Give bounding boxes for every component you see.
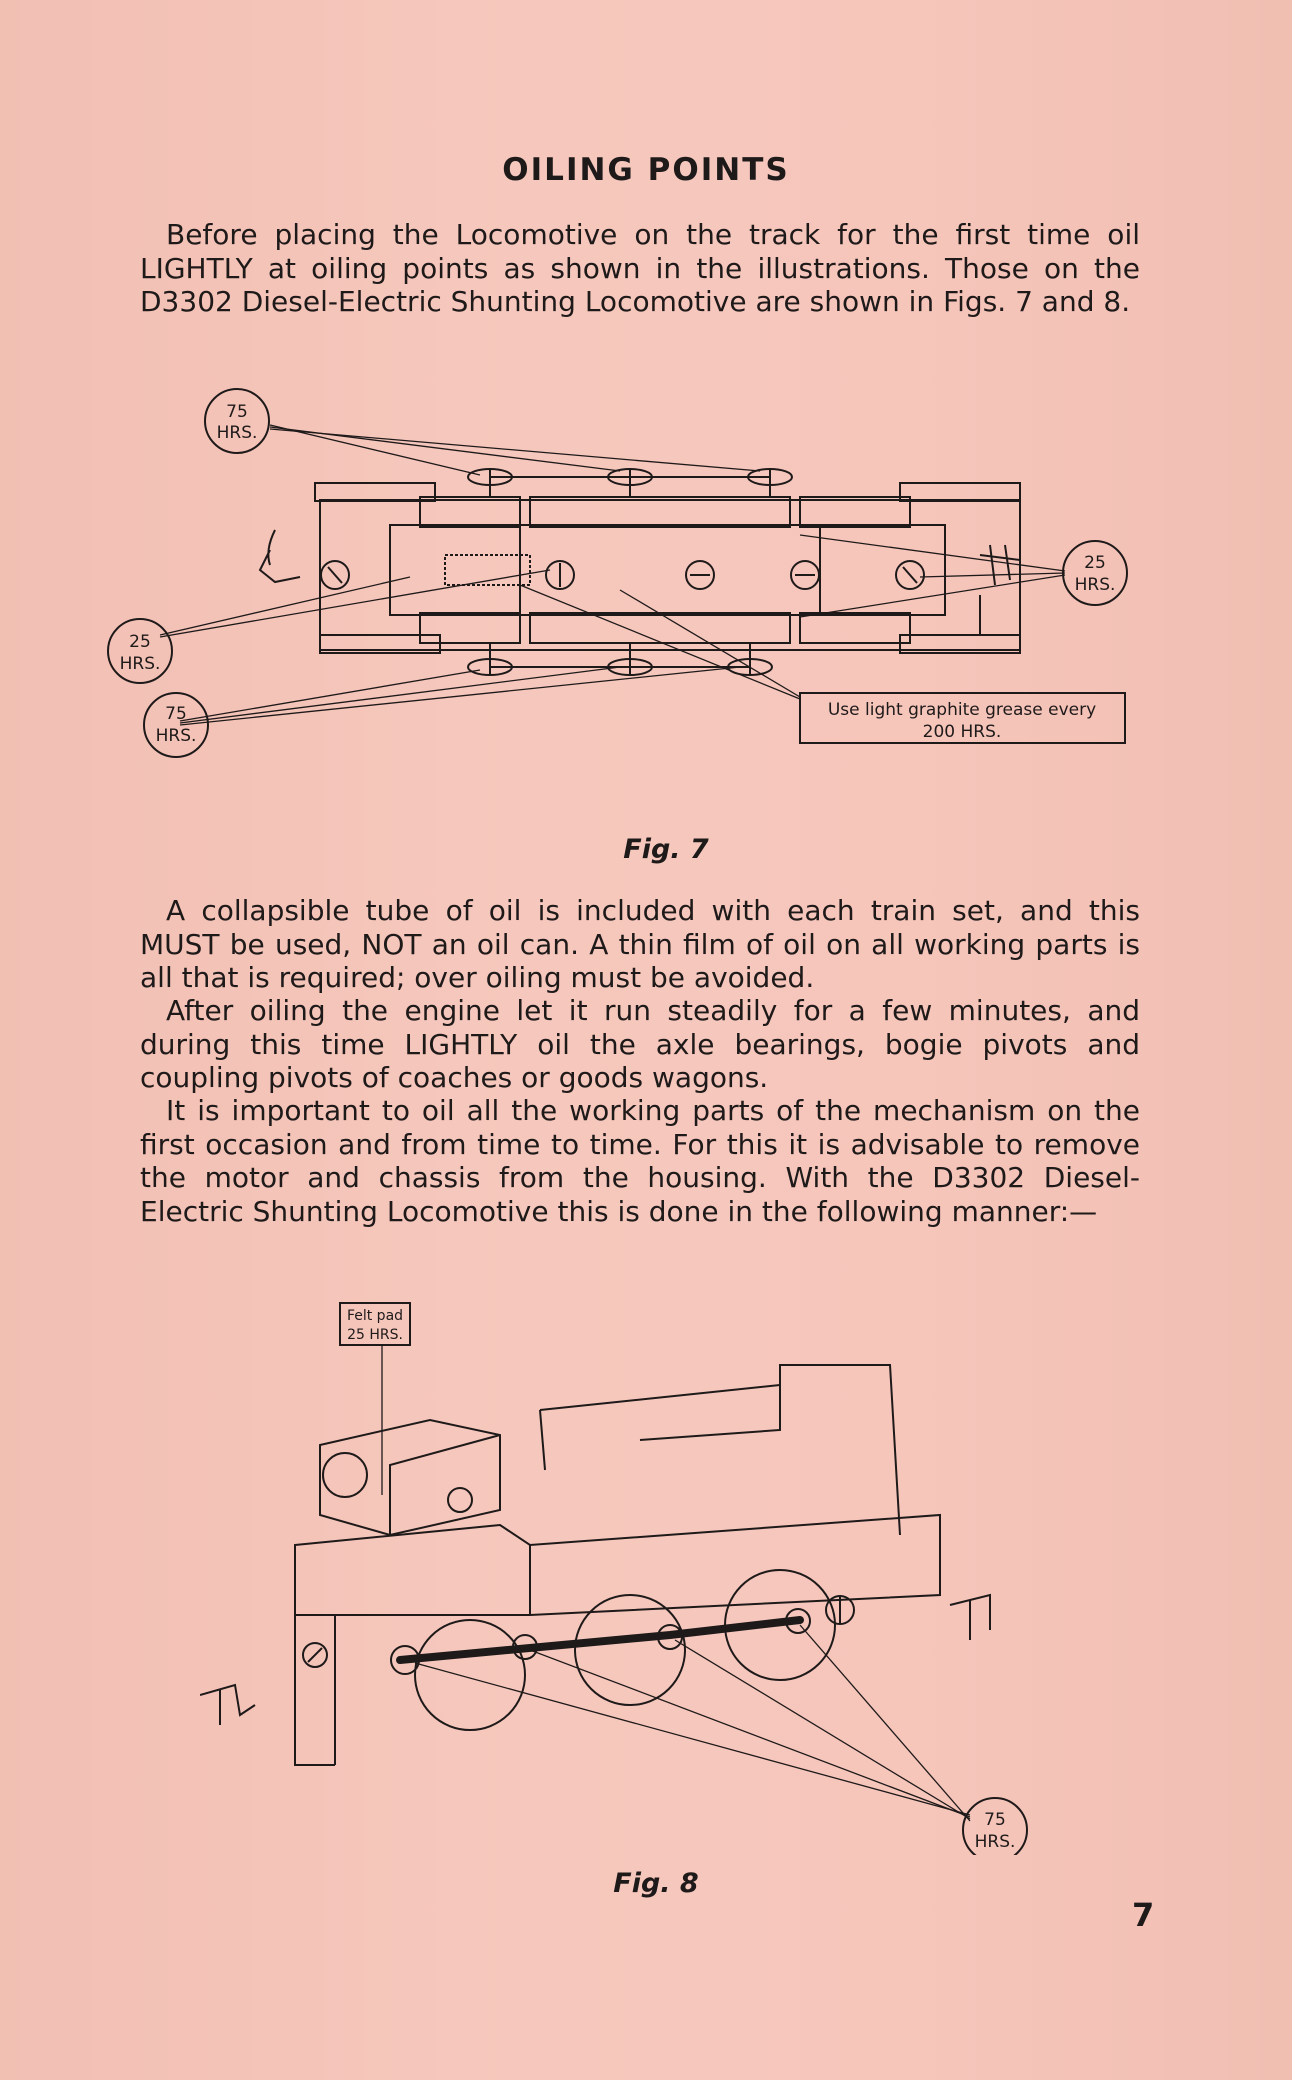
fig8-label-75-unit: HRS. [975, 1832, 1016, 1852]
fig7-label-25-right-num: 25 [1084, 553, 1106, 573]
after-oiling-paragraph: After oiling the engine let it run stead… [140, 994, 1140, 1094]
fig7-label-75-bottom-num: 75 [165, 704, 187, 724]
fig7-label-25-right-unit: HRS. [1075, 575, 1116, 595]
fig8-label-75-num: 75 [984, 1810, 1006, 1830]
oil-tube-paragraph: A collapsible tube of oil is included wi… [140, 894, 1140, 994]
fig8-felt-pad-line2: 25 HRS. [347, 1327, 403, 1343]
page-heading: OILING POINTS [502, 152, 790, 188]
fig7-diagram: 75 HRS. 25 HRS. 25 HRS. 75 HRS. Use ligh… [107, 388, 1128, 758]
fig7-label-75-top-num: 75 [226, 402, 248, 422]
fig7-grease-note-line2: 200 HRS. [923, 722, 1002, 742]
fig7-label-75-top-unit: HRS. [217, 423, 258, 443]
page-number: 7 [1132, 1896, 1155, 1934]
fig7-label-25-left-unit: HRS. [120, 654, 161, 674]
intro-paragraph: Before placing the Locomotive on the tra… [140, 218, 1140, 318]
fig8-felt-pad-line1: Felt pad [347, 1308, 403, 1324]
fig7-label-75-bottom-unit: HRS. [156, 726, 197, 746]
working-parts-paragraph: It is important to oil all the working p… [140, 1094, 1140, 1228]
fig7-grease-note-line1: Use light graphite grease every [828, 700, 1096, 720]
fig7-label-25-left-num: 25 [129, 632, 151, 652]
fig8-caption: Fig. 8 [613, 1868, 699, 1899]
fig7-caption: Fig. 7 [623, 834, 709, 865]
fig8-diagram: Felt pad 25 HRS. 75 HRS. [200, 1302, 1028, 1855]
